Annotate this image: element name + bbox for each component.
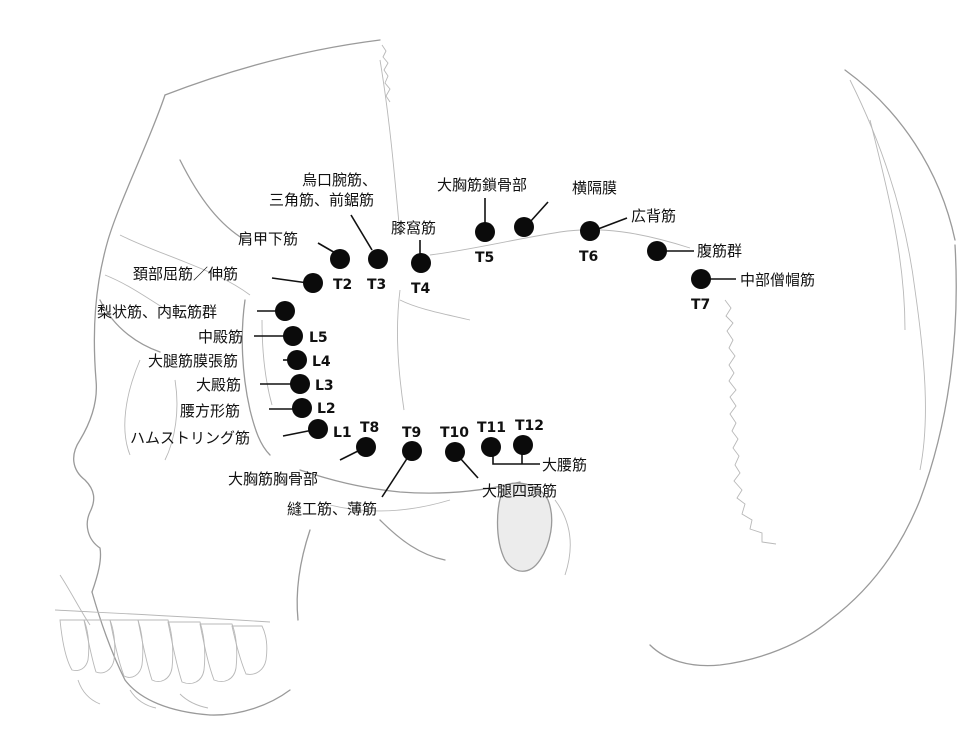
point-l5 xyxy=(283,326,303,346)
code-t7: T7 xyxy=(691,297,710,313)
point-t12 xyxy=(513,435,533,455)
point-t6 xyxy=(580,221,600,241)
code-t3: T3 xyxy=(367,277,386,293)
code-t2: T2 xyxy=(333,277,352,293)
code-t6: T6 xyxy=(579,249,598,265)
code-l3: L3 xyxy=(315,378,334,394)
point-l2 xyxy=(292,398,312,418)
point-popliteus xyxy=(411,253,431,273)
point-t9 xyxy=(402,441,422,461)
label-pectoralis-sternal: 大胸筋胸骨部 xyxy=(228,470,318,488)
label-subscapularis: 肩甲下筋 xyxy=(238,230,298,248)
point-t5 xyxy=(475,222,495,242)
label-neck-flexors-extensors: 頚部屈筋／伸筋 xyxy=(133,265,238,283)
code-l5: L5 xyxy=(309,330,328,346)
label-piriformis-adductors: 梨状筋、内転筋群 xyxy=(97,303,217,321)
label-latissimus: 広背筋 xyxy=(631,207,676,225)
label-coracobrachialis-line1: 烏口腕筋、 xyxy=(302,171,377,189)
label-gluteus-maximus: 大殿筋 xyxy=(196,376,241,394)
skull-drawing xyxy=(54,39,957,716)
label-gluteus-medius: 中殿筋 xyxy=(198,328,243,346)
code-t9: T9 xyxy=(402,425,421,441)
code-t4: T4 xyxy=(411,281,431,297)
code-l1: L1 xyxy=(333,425,352,441)
label-sartorius-gracilis: 縫工筋、薄筋 xyxy=(287,500,377,518)
points xyxy=(275,217,711,462)
label-tensor-fasciae-latae: 大腿筋膜張筋 xyxy=(148,352,238,370)
code-l4: L4 xyxy=(312,354,331,370)
label-popliteus: 膝窩筋 xyxy=(391,219,436,237)
point-t10 xyxy=(445,442,465,462)
label-quadriceps: 大腿四頭筋 xyxy=(482,482,557,500)
point-t2 xyxy=(303,273,323,293)
point-t8 xyxy=(356,437,376,457)
point-piriformis xyxy=(275,301,295,321)
label-quadratus-lumborum: 腰方形筋 xyxy=(180,402,240,420)
label-diaphragm: 横隔膜 xyxy=(572,179,617,197)
point-l1 xyxy=(308,419,328,439)
code-t10: T10 xyxy=(440,425,469,441)
point-abdominals xyxy=(647,241,667,261)
code-l2: L2 xyxy=(317,401,336,417)
code-t8: T8 xyxy=(360,420,379,436)
label-psoas: 大腰筋 xyxy=(542,456,587,474)
point-t3 xyxy=(330,249,350,269)
label-abdominals: 腹筋群 xyxy=(697,242,742,260)
code-t12: T12 xyxy=(515,418,544,434)
label-coracobrachialis-line2: 三角筋、前鋸筋 xyxy=(269,191,374,209)
point-l3 xyxy=(290,374,310,394)
label-middle-trapezius: 中部僧帽筋 xyxy=(740,271,815,289)
point-codes: L1 L2 L3 L4 L5 T2 T3 T4 T5 T6 T7 T8 T9 T… xyxy=(309,249,710,441)
point-t7 xyxy=(691,269,711,289)
label-hamstrings: ハムストリング筋 xyxy=(130,429,250,447)
point-l4 xyxy=(287,350,307,370)
point-diaphragm xyxy=(514,217,534,237)
code-t11: T11 xyxy=(477,420,506,436)
muscle-labels: ハムストリング筋 腰方形筋 大殿筋 大腿筋膜張筋 中殿筋 梨状筋、内転筋群 頚部… xyxy=(97,171,815,518)
point-t4 xyxy=(368,249,388,269)
point-t11 xyxy=(481,437,501,457)
code-t5: T5 xyxy=(475,250,494,266)
label-pectoralis-clavicular: 大胸筋鎖骨部 xyxy=(437,176,527,194)
